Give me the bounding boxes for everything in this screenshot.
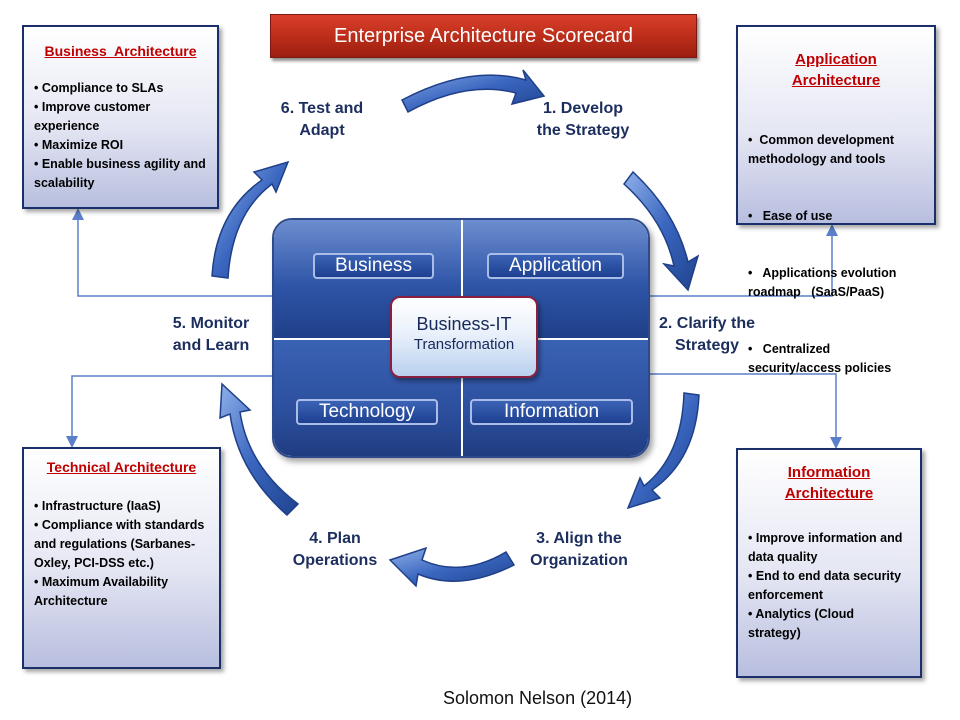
step-1-line2: the Strategy: [536, 122, 630, 139]
list-item: • Compliance with standards and regulati…: [34, 518, 205, 570]
step-3-line2: Organization: [530, 552, 628, 569]
list-item: • End to end data security enforcement: [748, 569, 902, 602]
business-architecture-list: • Compliance to SLAs • Improve customer …: [34, 79, 207, 193]
domain-label-business: Business: [313, 253, 434, 279]
step-3-line1: 3. Align the: [536, 530, 622, 547]
center-title: Business-IT: [416, 314, 512, 334]
step-6-line1: 6. Test and: [280, 100, 364, 117]
domain-label-information: Information: [470, 399, 633, 425]
step-4-line2: Operations: [292, 552, 378, 569]
list-item: • Maximize ROI: [34, 138, 124, 152]
business-architecture-title: Business Architecture: [44, 43, 197, 59]
step-2-line1: 2. Clarify the: [658, 315, 756, 332]
step-2-line2: Strategy: [674, 337, 740, 354]
application-architecture-list: • Common development methodology and too…: [748, 93, 924, 416]
cycle-arrow-2-to-3: [626, 392, 700, 510]
step-6-line2: Adapt: [299, 122, 345, 139]
center-subtitle: Transformation: [413, 336, 515, 353]
step-5-line1: 5. Monitor: [172, 315, 250, 332]
step-6-label: 6. Test and Adapt: [262, 98, 382, 142]
technical-architecture-list: • Infrastructure (IaaS) • Compliance wit…: [34, 497, 209, 611]
author-credit: Solomon Nelson (2014): [443, 688, 633, 708]
cycle-arrow-6-to-1: [401, 69, 546, 114]
business-architecture-box: Business Architecture • Compliance to SL…: [22, 25, 219, 209]
business-it-transformation-box: Business-IT Transformation: [390, 296, 538, 378]
connector-application: [650, 224, 838, 297]
cycle-arrow-1-to-2: [622, 170, 700, 292]
step-4-line1: 4. Plan: [309, 530, 361, 547]
step-5-label: 5. Monitor and Learn: [146, 313, 276, 357]
step-5-line2: and Learn: [172, 337, 250, 354]
connector-business: [72, 208, 272, 297]
list-item: • Applications evolution roadmap (SaaS/P…: [748, 266, 900, 299]
list-item: • Compliance to SLAs: [34, 81, 164, 95]
information-architecture-title-line2: Architecture: [784, 485, 874, 502]
step-3-label: 3. Align the Organization: [514, 528, 644, 572]
application-architecture-box: Application Architecture • Common develo…: [736, 25, 936, 375]
cycle-arrow-3-to-4: [388, 546, 516, 588]
information-architecture-box: Information Architecture • Improve infor…: [736, 448, 922, 678]
connector-technical: [66, 375, 272, 448]
list-item: • Infrastructure (IaaS): [34, 499, 161, 513]
core-quadrant-panel: [272, 218, 650, 458]
step-1-line1: 1. Develop: [542, 100, 624, 117]
application-architecture-title: Application Architecture: [748, 49, 924, 91]
connector-information: [650, 373, 842, 449]
list-item: • Analytics (Cloud strategy): [748, 607, 855, 640]
step-1-label: 1. Develop the Strategy: [518, 98, 648, 142]
list-item: • Maximum Availability Architecture: [34, 575, 169, 608]
technical-architecture-title: Technical Architecture: [46, 459, 197, 475]
domain-label-technology: Technology: [296, 399, 438, 425]
information-architecture-list: • Improve information and data quality •…: [748, 529, 910, 643]
information-architecture-title: Information Architecture: [748, 462, 910, 504]
list-item: • Enable business agility and scalabilit…: [34, 157, 206, 190]
domain-label-application: Application: [487, 253, 624, 279]
list-item: • Common development methodology and too…: [748, 133, 898, 166]
cycle-arrow-4-to-5: [219, 382, 300, 517]
technical-architecture-box: Technical Architecture • Infrastructure …: [22, 447, 221, 669]
application-architecture-title-line2: Architecture: [791, 72, 881, 89]
cycle-arrow-5-to-6: [211, 160, 290, 279]
list-item: • Improve customer experience: [34, 100, 151, 133]
list-item: • Ease of use: [748, 209, 833, 223]
list-item: • Centralized security/access policies: [748, 342, 892, 375]
step-4-label: 4. Plan Operations: [270, 528, 400, 572]
list-item: • Improve information and data quality: [748, 531, 903, 564]
scorecard-title: Enterprise Architecture Scorecard: [270, 14, 697, 58]
application-architecture-title-line1: Application: [795, 51, 877, 68]
information-architecture-title-line1: Information: [787, 464, 871, 481]
step-2-label: 2. Clarify the Strategy: [644, 313, 770, 357]
